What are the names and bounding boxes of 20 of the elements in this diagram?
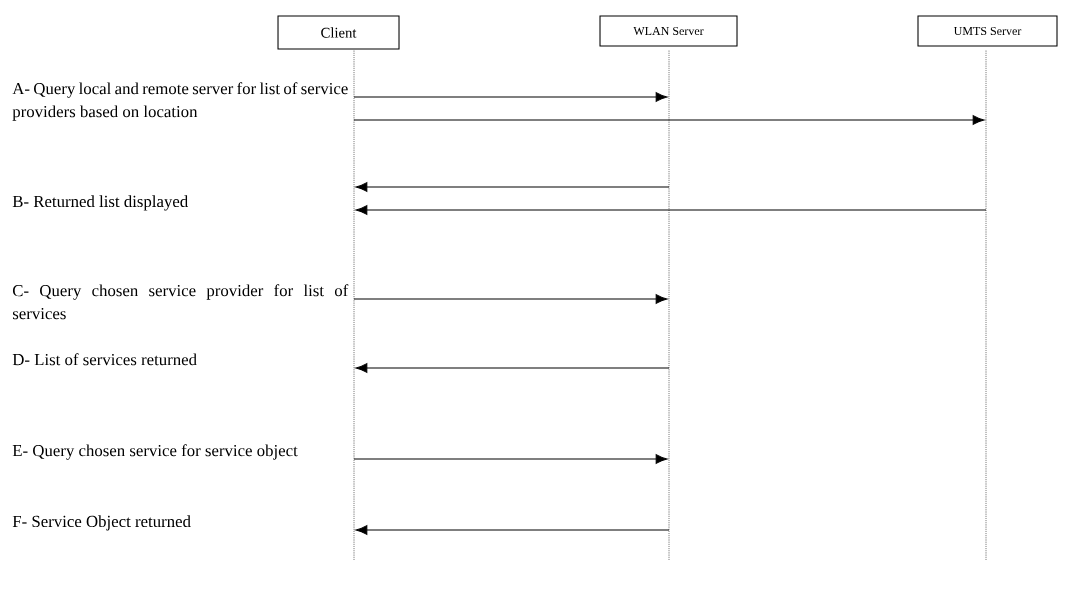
arrow <box>355 205 987 215</box>
arrow <box>355 525 670 535</box>
arrow <box>353 454 668 464</box>
step-description: E- Query chosen service for service object <box>12 444 298 460</box>
step-description: C- Query chosen service provider for list of services <box>12 284 349 320</box>
lifeline-header-box: UMTS Server <box>917 15 1058 47</box>
step-description: B- Returned list displayed <box>12 195 188 211</box>
step-description: A- Query local and remote server for list of service providers based on location <box>12 82 348 121</box>
step-description: F- Service Object returned <box>12 515 191 531</box>
arrow <box>355 182 670 192</box>
lifeline <box>353 49 355 561</box>
arrow <box>355 363 670 373</box>
arrow <box>353 115 985 125</box>
lifeline-header-box: Client <box>277 15 400 50</box>
lifeline <box>985 49 987 561</box>
lifeline <box>668 49 670 561</box>
arrow <box>353 92 668 102</box>
lifeline-header-box: WLAN Server <box>599 15 738 47</box>
arrow <box>353 294 668 304</box>
step-description: D- List of services returned <box>12 353 197 366</box>
